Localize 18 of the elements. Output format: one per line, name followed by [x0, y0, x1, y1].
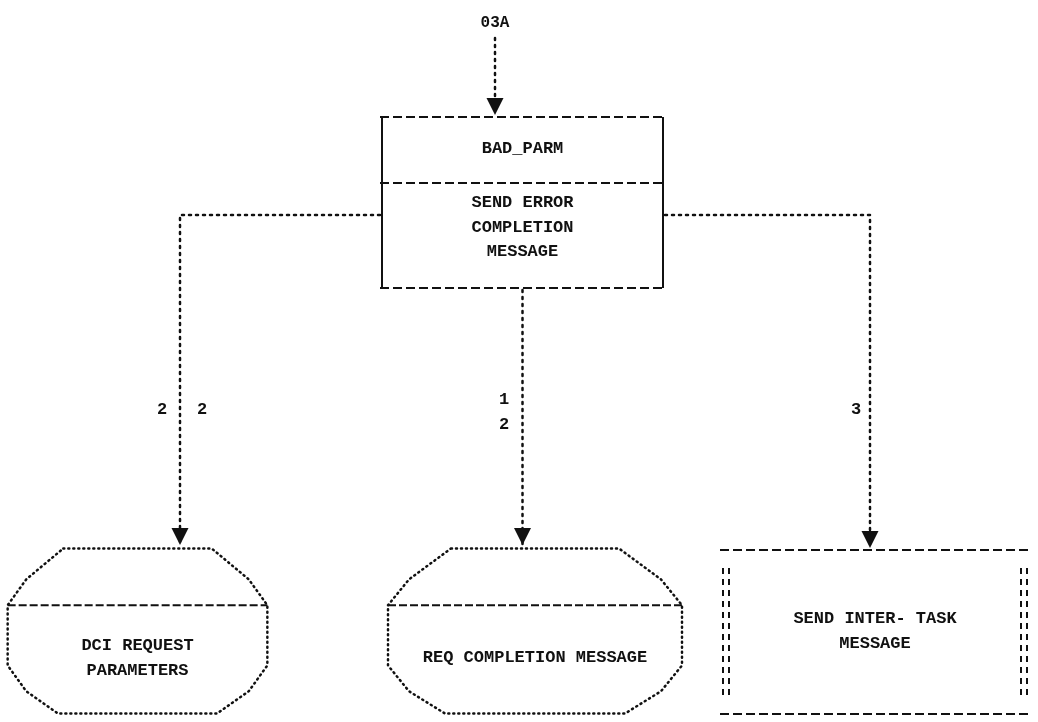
arrow [486, 36, 504, 117]
edge-label: 2 [156, 399, 169, 421]
box-heading: BAD_PARM [480, 137, 565, 160]
arrow [171, 213, 382, 547]
subroutine-box [720, 548, 1030, 716]
start-label: 03A [465, 8, 525, 38]
data-octagon [5, 545, 270, 717]
arrow [663, 213, 879, 550]
box-text: SEND INTER- TASK MESSAGE [792, 608, 958, 655]
box-text: SEND ERROR COMPLETION MESSAGE [470, 192, 575, 264]
box-text: REQ COMPLETION MESSAGE [421, 647, 649, 670]
arrow [513, 288, 532, 547]
path-number: 2 [196, 399, 209, 421]
box-text: DCI REQUEST PARAMETERS [80, 634, 195, 682]
data-octagon [385, 545, 685, 717]
process-box [380, 115, 665, 290]
edge-label: 1 2 [498, 389, 511, 436]
edge-label: 3 [850, 399, 863, 421]
